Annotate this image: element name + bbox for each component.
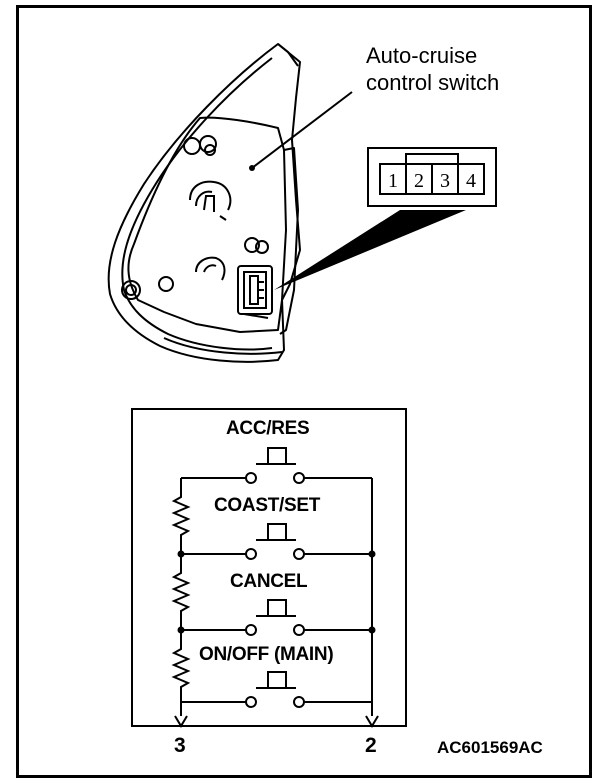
callout-leader-line [251,91,353,169]
connector-pointer [274,210,466,290]
switch-label-cancel: CANCEL [230,571,308,592]
connector-pin-box [367,147,497,207]
switch-label-coast-set: COAST/SET [214,495,321,516]
outer-border [16,5,592,778]
terminal-left-label: 3 [174,734,186,757]
switch-label-acc-res: ACC/RES [226,418,310,439]
callout-leader-dot [249,165,255,171]
connector-pin-4: 4 [466,170,476,192]
steering-switch-housing [107,43,301,363]
switch-callout-label: Auto-cruise control switch [366,42,499,96]
housing-connector [237,265,273,319]
switch-contacts [245,472,305,708]
connector-pin-2: 2 [414,170,424,192]
schematic-wiring [171,447,379,728]
figure-code: AC601569AC [437,738,543,757]
button-sockets [189,180,232,281]
housing-bosses [121,135,269,300]
callout-line-1: Auto-cruise [366,43,478,68]
junction-dots [177,550,376,634]
connector-pin-1: 1 [388,170,398,192]
terminal-right-label: 2 [365,734,377,757]
callout-line-2: control switch [366,70,500,95]
connector-pin-3: 3 [440,170,450,192]
schematic-border [131,408,407,727]
switch-label-on-off-main: ON/OFF (MAIN) [199,644,334,665]
